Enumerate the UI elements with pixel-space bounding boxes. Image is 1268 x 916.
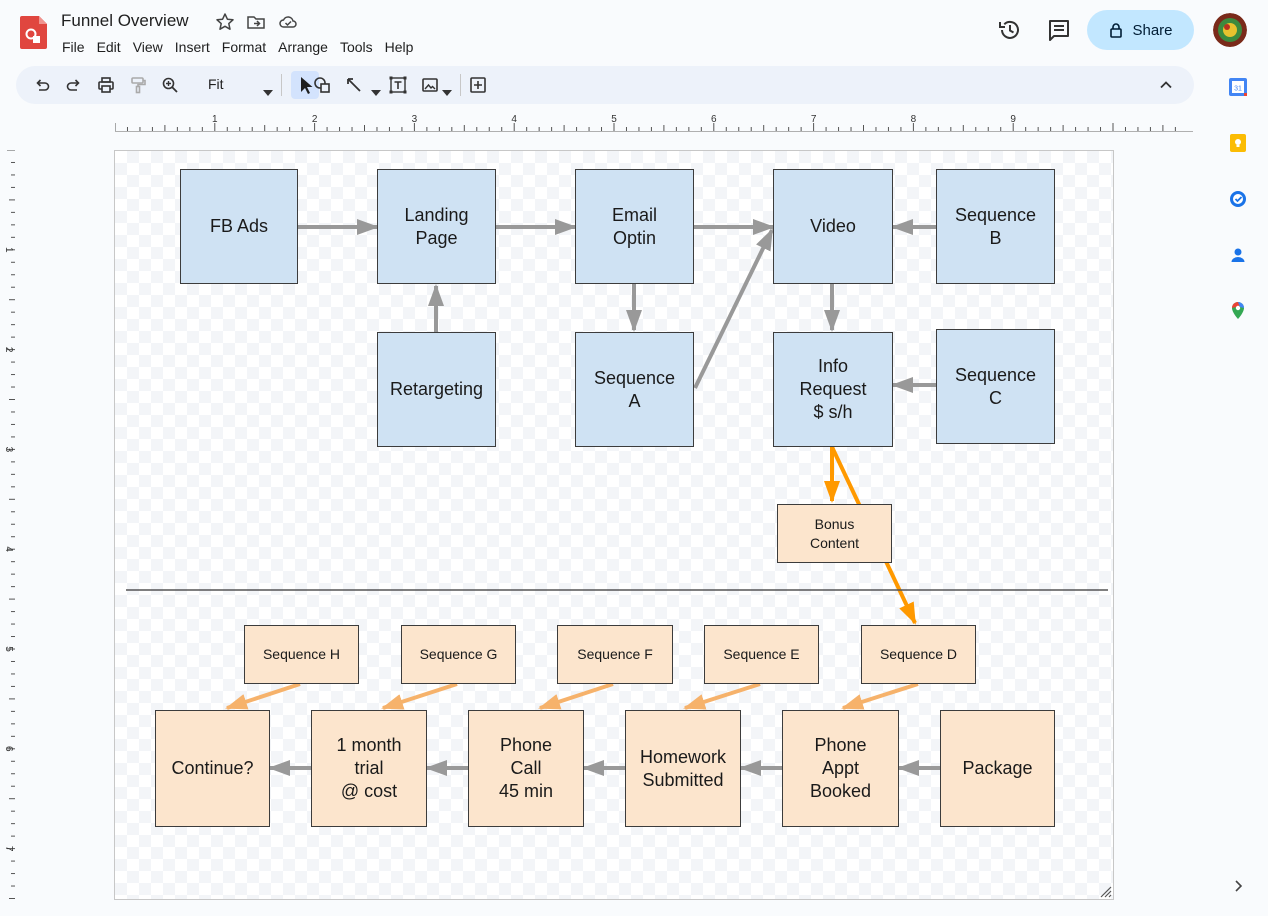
add-comment-icon[interactable] <box>468 75 488 95</box>
menu-file[interactable]: File <box>62 39 85 55</box>
node-bonus-content[interactable]: Bonus Content <box>777 504 892 563</box>
node-sequence-f[interactable]: Sequence F <box>557 625 673 684</box>
h-ruler-label: 1 <box>212 114 218 125</box>
menu-tools[interactable]: Tools <box>339 39 373 55</box>
node-fb-ads[interactable]: FB Ads <box>180 169 298 284</box>
arrow-seqh-continue <box>225 682 301 710</box>
expand-side-panel-icon[interactable] <box>1230 878 1246 894</box>
node-continue[interactable]: Continue? <box>155 710 270 827</box>
share-button[interactable]: Share <box>1087 10 1194 50</box>
h-ruler-label: 5 <box>611 114 617 125</box>
collapse-toolbar-icon[interactable] <box>1156 75 1176 95</box>
lock-icon <box>1110 23 1123 38</box>
v-ruler-label: 7 <box>3 846 14 852</box>
select-tool-button[interactable] <box>291 71 319 99</box>
drawing-canvas[interactable]: FB Ads Landing Page Email Optin Video Se… <box>114 150 1114 900</box>
v-ruler-label: 6 <box>3 746 14 752</box>
v-ruler-label: 1 <box>3 247 14 253</box>
node-homework-submitted[interactable]: Homework Submitted <box>625 710 741 827</box>
h-ruler-label: 8 <box>911 114 917 125</box>
node-trial[interactable]: 1 month trial @ cost <box>311 710 427 827</box>
maps-icon[interactable] <box>1228 301 1248 321</box>
arrow-seqg-trial <box>381 682 458 710</box>
text-box-icon[interactable] <box>388 75 408 95</box>
v-ruler-label: 5 <box>3 646 14 652</box>
cloud-saved-icon[interactable] <box>278 12 298 32</box>
horizontal-ruler: 1 2 3 4 5 6 7 8 9 <box>115 114 1193 132</box>
v-ruler-label: 4 <box>3 546 14 552</box>
h-ruler-label: 2 <box>312 114 318 125</box>
line-icon[interactable] <box>344 75 364 95</box>
image-options-chevron-icon[interactable] <box>442 83 452 101</box>
node-sequence-b[interactable]: Sequence B <box>936 169 1055 284</box>
move-to-folder-icon[interactable] <box>246 12 266 32</box>
menu-edit[interactable]: Edit <box>96 39 121 55</box>
node-video[interactable]: Video <box>773 169 893 284</box>
star-icon[interactable] <box>215 12 235 32</box>
zoom-icon[interactable] <box>160 75 180 95</box>
undo-icon[interactable] <box>32 75 52 95</box>
menu-view[interactable]: View <box>132 39 163 55</box>
chevron-down-icon[interactable] <box>263 83 273 101</box>
node-phone-appt-booked[interactable]: Phone Appt Booked <box>782 710 899 827</box>
version-history-icon[interactable] <box>996 16 1024 44</box>
arrow-seqf-call <box>538 682 614 710</box>
line-options-chevron-icon[interactable] <box>371 83 381 101</box>
h-ruler-label: 6 <box>711 114 717 125</box>
menu-arrange[interactable]: Arrange <box>278 39 328 55</box>
cursor-arrow-icon <box>301 77 313 94</box>
toolbar: Fit <box>16 66 1194 104</box>
document-title[interactable]: Funnel Overview <box>61 11 189 30</box>
keep-icon[interactable] <box>1228 133 1248 153</box>
node-sequence-h[interactable]: Sequence H <box>244 625 359 684</box>
contacts-icon[interactable] <box>1228 245 1248 265</box>
node-sequence-g[interactable]: Sequence G <box>401 625 516 684</box>
zoom-select[interactable]: Fit <box>208 76 224 92</box>
node-landing-page[interactable]: Landing Page <box>377 169 496 284</box>
account-avatar[interactable] <box>1213 13 1247 47</box>
h-ruler-label: 9 <box>1010 114 1016 125</box>
arrow-seqd-appt <box>841 682 919 710</box>
h-ruler-label: 7 <box>811 114 817 125</box>
node-sequence-a[interactable]: Sequence A <box>575 332 694 447</box>
tasks-icon[interactable] <box>1228 189 1248 209</box>
canvas-resize-handle <box>1100 886 1112 898</box>
node-sequence-d[interactable]: Sequence D <box>861 625 976 684</box>
arrow-seqa-video <box>693 228 774 389</box>
share-label: Share <box>1132 21 1173 39</box>
menu-bar: File Edit View Insert Format Arrange Too… <box>56 37 419 57</box>
print-icon[interactable] <box>96 75 116 95</box>
node-sequence-e[interactable]: Sequence E <box>704 625 819 684</box>
comments-icon[interactable] <box>1045 16 1073 44</box>
paint-format-icon[interactable] <box>128 75 148 95</box>
shape-icon[interactable] <box>312 75 332 95</box>
svg-text:31: 31 <box>1234 86 1242 93</box>
menu-insert[interactable]: Insert <box>174 39 210 55</box>
node-info-request[interactable]: Info Request $ s/h <box>773 332 893 447</box>
node-sequence-c[interactable]: Sequence C <box>936 329 1055 444</box>
node-package[interactable]: Package <box>940 710 1055 827</box>
v-ruler-label: 2 <box>3 347 14 353</box>
node-retargeting[interactable]: Retargeting <box>377 332 496 447</box>
menu-help[interactable]: Help <box>384 39 414 55</box>
h-ruler-label: 3 <box>412 114 418 125</box>
vertical-ruler: 1 2 3 4 5 6 7 <box>3 150 15 899</box>
node-phone-call[interactable]: Phone Call 45 min <box>468 710 584 827</box>
menu-format[interactable]: Format <box>221 39 267 55</box>
redo-icon[interactable] <box>64 75 84 95</box>
image-icon[interactable] <box>420 75 440 95</box>
drawings-logo[interactable] <box>20 14 48 50</box>
v-ruler-label: 3 <box>3 447 14 453</box>
node-email-optin[interactable]: Email Optin <box>575 169 694 284</box>
h-ruler-label: 4 <box>511 114 517 125</box>
calendar-icon[interactable]: 31 <box>1228 77 1248 97</box>
arrow-seqe-homework <box>683 682 761 710</box>
connector-layer <box>126 219 1112 898</box>
